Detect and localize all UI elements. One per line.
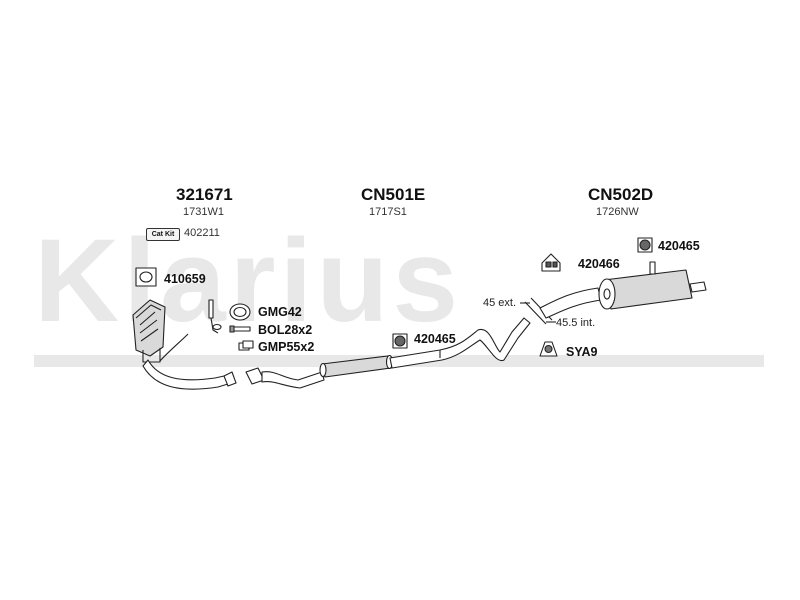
group-code-3: CN502D: [588, 185, 654, 204]
rubber-mount-icon: [637, 237, 653, 253]
dimension-ext: 45 ext.: [483, 297, 517, 309]
rubber-mount-icon: [392, 333, 408, 349]
gasket-icon: [135, 267, 157, 287]
watermark-logo: Klarius: [34, 215, 463, 347]
part-label-410659: 410659: [164, 272, 206, 286]
cat-kit-badge: Cat Kit: [146, 228, 180, 241]
silencer-icon: [598, 261, 707, 310]
part-label-420465-mid: 420465: [414, 332, 456, 346]
exhaust-pipe-icon: [245, 367, 325, 389]
cat-kit-code: 402211: [184, 227, 220, 239]
silencer-icon: [319, 354, 394, 378]
part-label-bol28x2: BOL28x2: [258, 323, 313, 337]
group-code-1: 321671: [176, 185, 233, 204]
dimension-int: 45.5 int.: [556, 317, 596, 329]
exhaust-pipe-icon: [539, 287, 602, 319]
part-label-sya9: SYA9: [566, 345, 598, 359]
exhaust-pipe-icon: [389, 317, 531, 369]
sensor-icon: [208, 299, 222, 334]
catalyst-icon: [132, 299, 166, 363]
rubber-mount-icon: [539, 341, 558, 357]
group-ref-3: 1726NW: [596, 206, 639, 218]
gasket-icon: [229, 303, 251, 321]
part-label-gmp55x2: GMP55x2: [258, 340, 315, 354]
group-ref-2: 1717S1: [369, 206, 407, 218]
part-label-420466: 420466: [578, 257, 620, 271]
group-code-2: CN501E: [361, 185, 426, 204]
bolt-icon: [229, 325, 251, 333]
clamp-icon: [238, 340, 254, 351]
group-ref-1: 1731W1: [183, 206, 224, 218]
bracket-icon: [541, 253, 561, 272]
part-label-gmg42: GMG42: [258, 305, 302, 319]
part-label-420465-right: 420465: [658, 239, 700, 253]
exhaust-pipe-icon: [142, 333, 237, 390]
